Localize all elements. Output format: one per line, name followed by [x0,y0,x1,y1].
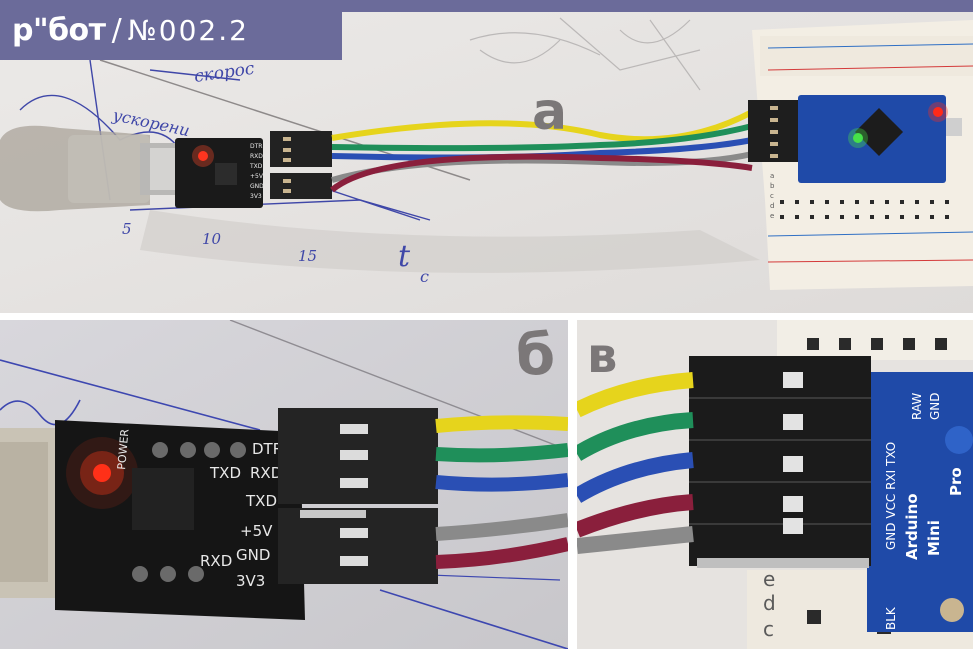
svg-text:GND: GND [236,546,270,564]
svg-text:b: b [770,182,775,190]
svg-text:TXD: TXD [249,163,263,170]
photo-overview: скорос ускорени 5 10 15 t c DTR RXD TXD … [0,0,973,313]
svg-text:e: e [763,567,775,591]
svg-text:Arduino: Arduino [903,493,921,560]
handwriting-tick-5: 5 [122,220,132,238]
svg-text:3V3: 3V3 [250,193,262,200]
magazine-title: р"бот [12,12,106,48]
svg-text:Pro: Pro [947,467,965,496]
handwriting-tick-10: 10 [202,230,222,248]
photo-usb-adapter-closeup: DTR RXD TXD TXD +5V GND RXD 3V3 POWER [0,320,568,649]
title-badge: р"бот / №002.2 [0,0,342,60]
svg-text:d: d [770,202,774,210]
svg-text:GND: GND [250,183,264,190]
svg-text:RXD: RXD [200,552,232,570]
title-separator: / [111,12,122,48]
svg-text:BLK: BLK [884,606,898,630]
panel-label-c: в [587,328,618,384]
svg-text:TXD: TXD [245,492,277,510]
svg-text:Mini: Mini [925,520,943,556]
handwriting-t: t [398,239,411,274]
svg-text:c: c [770,192,774,200]
svg-text:a: a [770,172,774,180]
photo-panel-b: DTR RXD TXD TXD +5V GND RXD 3V3 POWER б [0,320,568,649]
svg-text:RXD: RXD [250,153,263,160]
svg-text:DTR: DTR [252,440,283,458]
svg-text:e: e [770,212,774,220]
svg-text:+5V: +5V [250,173,264,180]
photo-panel-a: скорос ускорени 5 10 15 t c DTR RXD TXD … [0,0,973,313]
handwriting-tick-15: 15 [298,247,317,265]
svg-text:POWER: POWER [115,428,132,470]
svg-text:d: d [763,591,776,615]
svg-text:c: c [763,617,774,641]
svg-text:RAW: RAW [910,393,924,420]
handwriting-c: c [420,267,429,286]
svg-text:TXD: TXD [209,464,241,482]
issue-number: №002.2 [127,13,249,47]
svg-text:GND: GND [928,392,942,420]
panel-label-a: а [532,82,568,142]
panel-label-b: б [516,323,556,388]
svg-text:GND VCC RXI TXO: GND VCC RXI TXO [884,442,898,550]
svg-text:+5V: +5V [240,522,273,540]
svg-text:RXD: RXD [250,464,282,482]
svg-text:DTR: DTR [250,143,262,150]
photo-pro-mini-closeup: edc Arduino Mini Pro GND VCC RXI TXO BLK… [577,320,973,649]
svg-text:3V3: 3V3 [236,572,265,590]
